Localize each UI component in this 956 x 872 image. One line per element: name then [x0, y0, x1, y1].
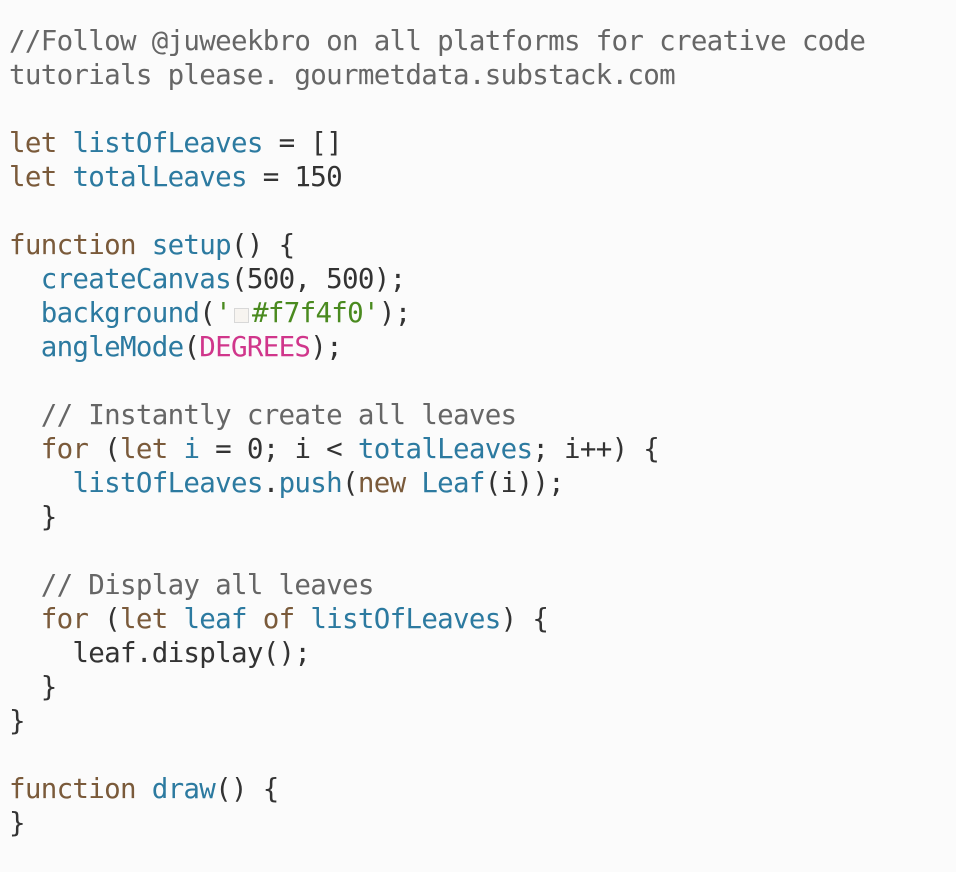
code-token-identifier: totalLeaves	[357, 433, 533, 465]
code-token-code-text: (	[199, 297, 216, 329]
code-line: function setup() {	[9, 228, 949, 262]
code-token-code-text: }	[9, 807, 26, 839]
code-token-code-text: );	[310, 331, 343, 363]
code-token-comment: tutorials please. gourmetdata.substack.c…	[9, 59, 676, 91]
code-token-code-text	[9, 331, 41, 363]
code-line: ​	[9, 534, 949, 568]
code-token-code-text	[168, 603, 184, 635]
code-token-keyword: function	[9, 773, 137, 805]
code-token-code-text: = 150	[246, 161, 343, 193]
code-line: }	[9, 670, 949, 704]
code-line: ​	[9, 92, 949, 126]
code-token-code-text: = 0; i <	[199, 433, 358, 465]
code-token-keyword: function	[9, 229, 137, 261]
code-token-code-text: = []	[262, 127, 343, 159]
code-token-identifier: setup	[151, 229, 232, 261]
code-token-code-text	[136, 773, 152, 805]
code-line: background(' #f7f4f0');	[9, 296, 949, 330]
code-token-identifier: leaf	[183, 603, 247, 635]
code-line: angleMode(DEGREES);	[9, 330, 949, 364]
code-token-keyword: of	[262, 603, 295, 635]
code-line: leaf.display();	[9, 636, 949, 670]
code-line: ​	[9, 194, 949, 228]
code-line: }	[9, 806, 949, 840]
code-token-code-text	[294, 603, 310, 635]
code-editor[interactable]: //Follow @juweekbro on all platforms for…	[9, 24, 949, 864]
color-swatch-icon[interactable]	[234, 308, 250, 323]
code-line: for (let leaf of listOfLeaves) {	[9, 602, 949, 636]
code-token-keyword: let	[120, 603, 168, 635]
code-token-code-text: (	[342, 467, 359, 499]
code-token-identifier: push	[278, 467, 343, 499]
code-token-code-text	[136, 229, 152, 261]
code-line: listOfLeaves.push(new Leaf(i));	[9, 466, 949, 500]
code-token-keyword: new	[357, 467, 406, 499]
code-token-keyword: for	[40, 603, 89, 635]
code-token-code-text: () {	[215, 773, 279, 805]
code-token-code-text: (i));	[484, 467, 565, 499]
code-token-code-text: );	[378, 297, 411, 329]
code-line: }	[9, 704, 949, 738]
code-token-code-text	[247, 603, 263, 635]
code-token-identifier: angleMode	[40, 331, 184, 363]
code-token-code-text: }	[9, 501, 58, 533]
code-token-identifier: createCanvas	[40, 263, 232, 295]
code-token-code-text: }	[9, 705, 26, 737]
code-token-code-text: (500, 500);	[231, 263, 406, 295]
code-line: tutorials please. gourmetdata.substack.c…	[9, 58, 949, 92]
code-token-identifier: listOfLeaves	[310, 603, 501, 635]
code-token-keyword: for	[40, 433, 89, 465]
code-line: ​	[9, 738, 949, 772]
code-token-code-text	[9, 467, 72, 499]
code-token-comment: // Display all leaves	[9, 569, 375, 601]
code-line: createCanvas(500, 500);	[9, 262, 949, 296]
code-token-keyword: let	[9, 161, 57, 193]
code-line: // Display all leaves	[9, 568, 949, 602]
code-token-identifier: i	[183, 433, 200, 465]
code-line: let listOfLeaves = []	[9, 126, 949, 160]
code-line: let totalLeaves = 150	[9, 160, 949, 194]
code-token-code-text: () {	[231, 229, 295, 261]
code-token-code-text: ) {	[500, 603, 549, 635]
code-token-code-text	[57, 127, 73, 159]
code-token-code-text: .	[262, 467, 280, 499]
code-token-identifier: draw	[151, 773, 216, 805]
code-token-code-text: (	[88, 603, 121, 635]
code-line: ​	[9, 364, 949, 398]
code-token-comment: //Follow @juweekbro on all platforms for…	[9, 25, 866, 57]
code-token-code-text: (	[183, 331, 200, 363]
code-token-code-text: leaf.display();	[9, 637, 311, 669]
code-token-code-text	[57, 161, 73, 193]
code-token-identifier: Leaf	[421, 467, 485, 499]
code-line: function draw() {	[9, 772, 949, 806]
code-token-identifier: listOfLeaves	[72, 467, 263, 499]
code-line: for (let i = 0; i < totalLeaves; i++) {	[9, 432, 949, 466]
code-token-keyword: let	[120, 433, 168, 465]
code-token-comment: // Instantly create all leaves	[9, 399, 517, 431]
code-line: }	[9, 500, 949, 534]
code-token-string: #f7f4f0'	[252, 297, 380, 329]
code-token-code-text: (	[88, 433, 121, 465]
code-token-code-text	[9, 263, 41, 295]
code-token-code-text	[405, 467, 421, 499]
code-line: //Follow @juweekbro on all platforms for…	[9, 24, 949, 58]
code-token-identifier: listOfLeaves	[72, 127, 263, 159]
code-token-identifier: background	[40, 297, 200, 329]
code-token-code-text	[9, 297, 41, 329]
code-token-code-text	[9, 433, 41, 465]
code-token-code-text	[168, 433, 184, 465]
code-line: // Instantly create all leaves	[9, 398, 949, 432]
code-token-code-text	[9, 603, 41, 635]
code-token-string: '	[215, 297, 232, 329]
code-token-keyword: let	[9, 127, 57, 159]
code-token-code-text: ; i++) {	[532, 433, 660, 465]
code-token-code-text: }	[9, 671, 58, 703]
code-token-identifier: totalLeaves	[72, 161, 247, 193]
code-token-constant: DEGREES	[199, 331, 311, 363]
